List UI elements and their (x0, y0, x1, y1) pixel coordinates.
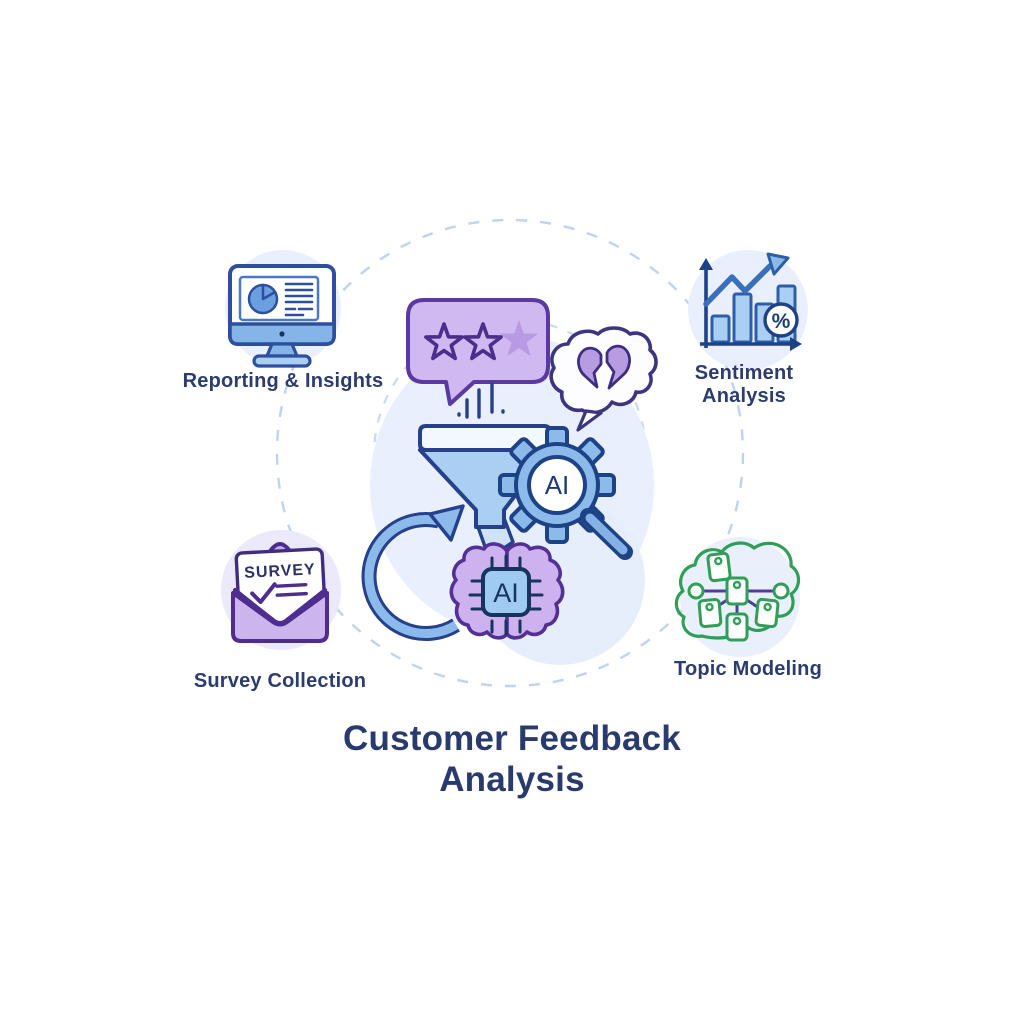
percent-symbol: % (772, 310, 791, 333)
label-sentiment-analysis: Sentiment Analysis (694, 362, 794, 407)
label-survey-collection: Survey Collection (193, 670, 367, 692)
label-reporting-insights: Reporting & Insights (182, 370, 384, 392)
page-title: Customer Feedback Analysis (343, 719, 681, 799)
funnel-drip-marks (457, 382, 505, 419)
ai-brain-chip-icon: AI (449, 542, 565, 640)
survey-doc-label: SURVEY (244, 561, 316, 582)
outer-dashed-circle (275, 218, 745, 688)
broken-heart-cloud-icon (549, 326, 658, 432)
open-envelope-icon: SURVEY (231, 542, 329, 643)
cloud-tag-network-icon (674, 541, 801, 642)
rating-speech-bubble-icon (406, 298, 550, 406)
monitor-pie-chart-icon (228, 264, 336, 368)
ai-gear-magnifier-icon: AI (498, 426, 633, 560)
gear-ai-label: AI (545, 470, 570, 500)
chip-ai-label: AI (493, 578, 519, 608)
label-topic-modeling: Topic Modeling (674, 658, 822, 680)
cycle-arrow-icon (361, 504, 465, 641)
bar-chart-trend-icon: % (699, 252, 802, 351)
